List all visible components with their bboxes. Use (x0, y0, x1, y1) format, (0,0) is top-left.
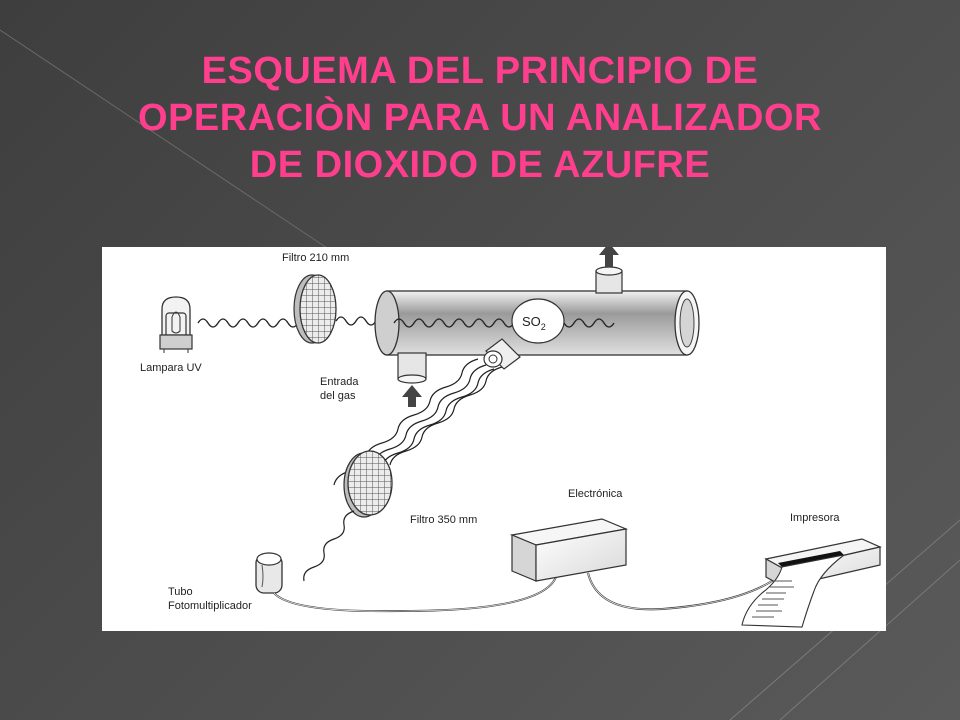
uv-lamp-label: Lampara UV (140, 362, 202, 374)
filter-210-icon (293, 274, 337, 344)
filtered-fluorescence-wave (303, 510, 355, 582)
printer-icon (741, 538, 882, 628)
electronics-box-icon (509, 518, 629, 582)
reaction-chamber (374, 290, 700, 356)
title-line-1: ESQUEMA DEL PRINCIPIO DE (201, 50, 759, 92)
gas-inlet-label-1: Entrada (320, 376, 359, 388)
pmt-label-1: Tubo (168, 586, 193, 598)
slide-title: ESQUEMA DEL PRINCIPIO DE OPERACIÒN PARA … (60, 48, 900, 189)
uv-lamp-icon (159, 296, 193, 353)
filtered-light-wave (335, 316, 377, 326)
gas-outlet-arrow-icon (599, 247, 619, 267)
gas-inlet-port (397, 352, 427, 384)
title-line-3: DE DIOXIDO DE AZUFRE (249, 144, 711, 186)
photomultiplier-tube-icon (255, 552, 283, 594)
filter-210-label: Filtro 210 mm (282, 252, 349, 264)
pmt-cable (273, 576, 557, 613)
filter-350-label: Filtro 350 mm (410, 514, 477, 526)
printer-label: Impresora (790, 512, 840, 524)
gas-inlet-label-2: del gas (320, 390, 356, 402)
uv-light-wave (197, 318, 299, 328)
fluorescence-port (483, 338, 521, 370)
filter-350-icon (343, 450, 393, 518)
title-line-2: OPERACIÒN PARA UN ANALIZADOR (138, 97, 822, 139)
so2-analyzer-diagram: Lampara UV Filtro 210 mm SO2 (102, 247, 886, 631)
pmt-label-2: Fotomultiplicador (168, 600, 252, 612)
electronics-label: Electrónica (568, 488, 623, 500)
gas-outlet-port (595, 266, 623, 294)
so2-label: SO2 (522, 314, 546, 332)
gas-inlet-arrow-icon (402, 385, 422, 407)
